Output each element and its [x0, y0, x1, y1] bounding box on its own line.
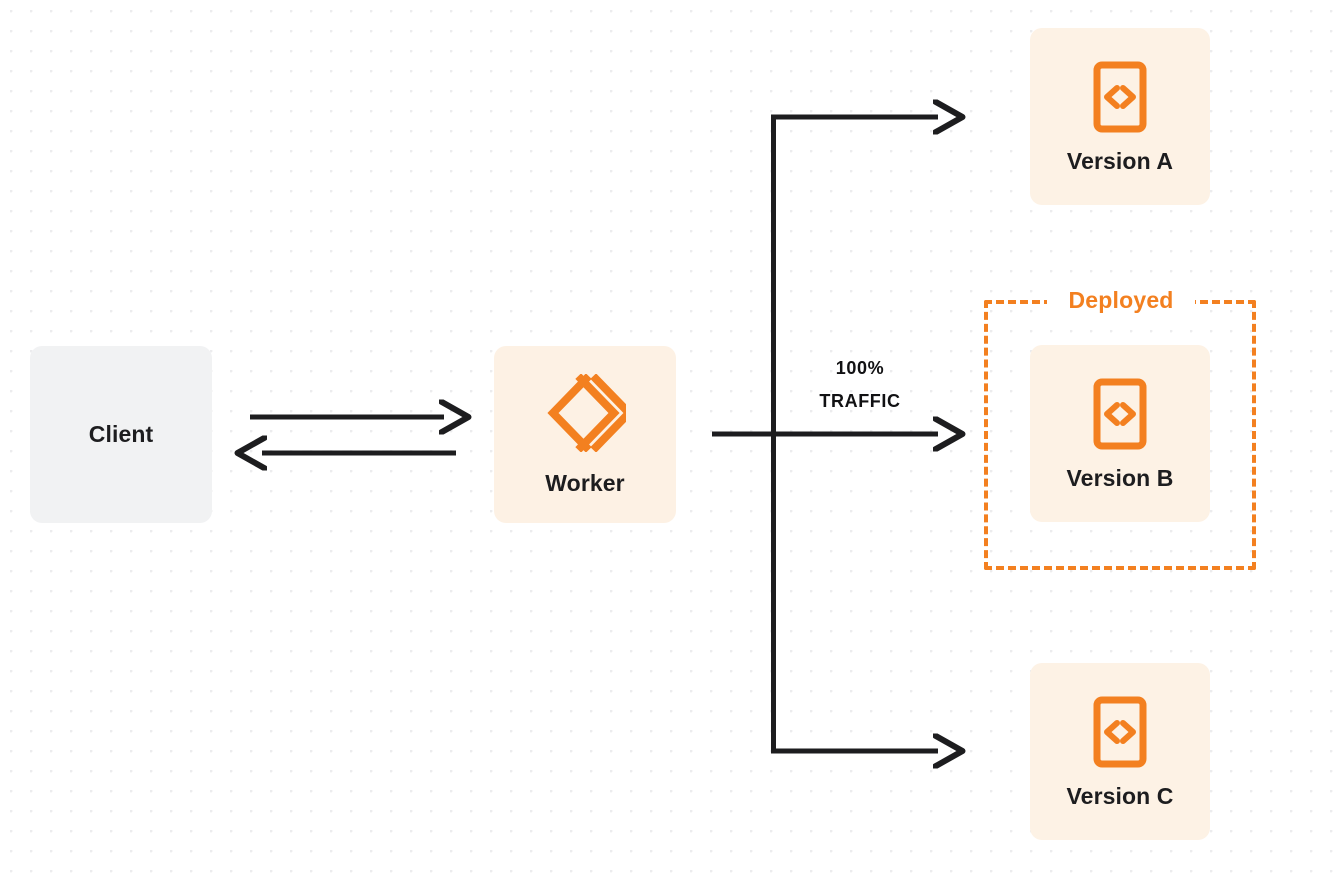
version-b-label: Version B [1066, 464, 1174, 491]
client-label: Client [88, 421, 154, 447]
worker-label: Worker [545, 470, 625, 496]
worker-node[interactable]: Worker [494, 346, 676, 523]
deployed-group-label: Deployed [1047, 286, 1195, 314]
version-a-label: Version A [1066, 147, 1174, 174]
version-c-label: Version C [1066, 782, 1174, 809]
client-node[interactable]: Client [30, 346, 212, 523]
traffic-label: 100% TRAFFIC [787, 352, 933, 418]
code-brackets-icon [1093, 696, 1147, 768]
cloudflare-workers-logo-icon [544, 374, 626, 452]
code-brackets-icon [1093, 61, 1147, 133]
traffic-word: TRAFFIC [819, 391, 901, 411]
code-brackets-icon [1093, 378, 1147, 450]
version-b-node[interactable]: Version B [1030, 345, 1210, 522]
version-a-node[interactable]: Version A [1030, 28, 1210, 205]
version-c-node[interactable]: Version C [1030, 663, 1210, 840]
traffic-percent: 100% [835, 358, 885, 378]
